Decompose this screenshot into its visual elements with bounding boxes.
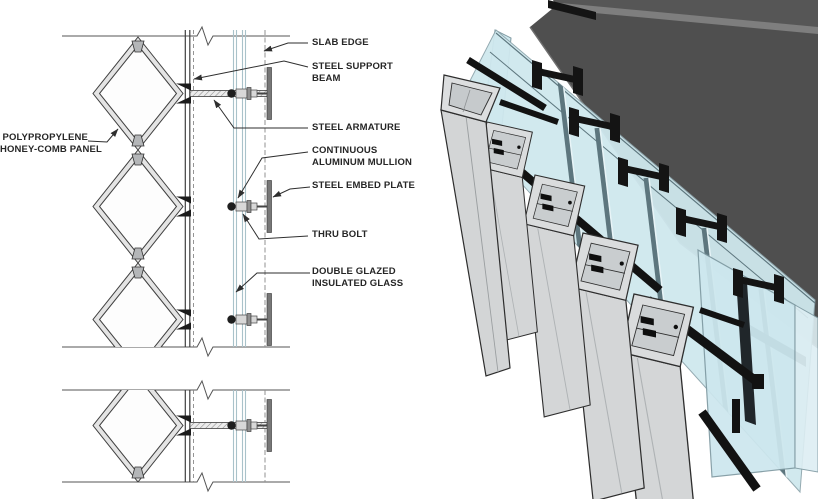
label-text: POLYPROPYLENE	[2, 132, 88, 143]
support-tube-3d	[440, 74, 511, 377]
label-insulated-glass: DOUBLE GLAZED INSULATED GLASS	[312, 266, 403, 289]
honeycomb-panels-3d	[440, 74, 701, 499]
label-steel-armature: STEEL ARMATURE	[312, 122, 400, 134]
label-text: DOUBLE GLAZED	[312, 266, 396, 277]
label-text: HONEY-COMB PANEL	[0, 143, 102, 155]
glass-lines	[232, 30, 247, 482]
label-text: BEAM	[312, 72, 341, 84]
label-text: ALUMINUM MULLION	[312, 156, 413, 168]
panel-vertex-connectors	[131, 40, 145, 479]
leader-lines	[87, 42, 311, 293]
honeycomb-panels	[92, 36, 184, 482]
label-text: CONTINUOUS	[312, 145, 378, 156]
label-slab-edge: SLAB EDGE	[312, 37, 369, 49]
label-steel-support-beam: STEEL SUPPORT BEAM	[312, 61, 393, 84]
steel-armature-arms	[189, 90, 269, 429]
label-text: SLAB EDGE	[312, 37, 369, 48]
label-steel-embed-plate: STEEL EMBED PLATE	[312, 180, 415, 192]
steel-embed-plates	[266, 67, 272, 452]
label-text: STEEL EMBED PLATE	[312, 180, 416, 191]
axonometric-rendering	[440, 0, 818, 499]
label-honeycomb-panel: POLYPROPYLENE HONEY-COMB PANEL	[0, 132, 102, 155]
label-thru-bolt: THRU BOLT	[312, 229, 368, 241]
label-text: STEEL ARMATURE	[312, 122, 401, 133]
section-detail-drawing	[62, 25, 311, 493]
break-lines	[62, 25, 290, 493]
label-text: INSULATED GLASS	[312, 277, 404, 289]
label-text: THRU BOLT	[312, 229, 368, 240]
label-text: STEEL SUPPORT	[312, 61, 393, 72]
label-aluminum-mullion: CONTINUOUS ALUMINUM MULLION	[312, 145, 412, 168]
vertical-members	[184, 30, 266, 482]
